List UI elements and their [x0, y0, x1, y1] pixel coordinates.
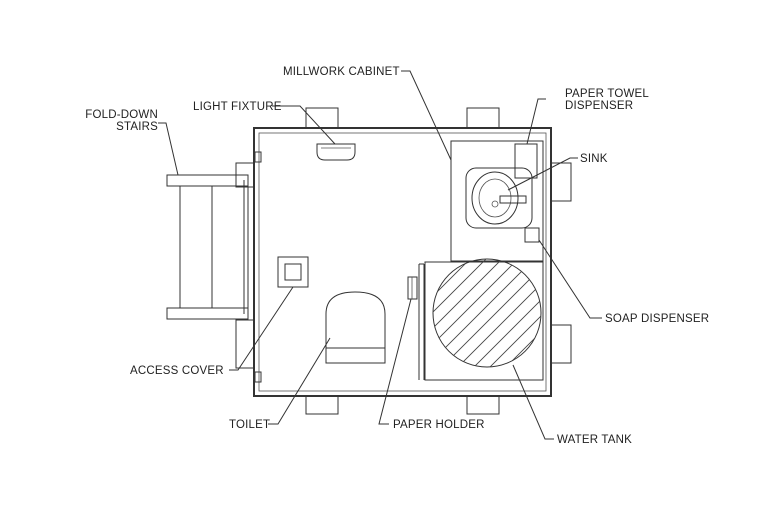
label-fold-down-stairs-line2: STAIRS	[116, 121, 158, 133]
fold-down-stairs	[166, 174, 249, 320]
partition-wall	[418, 263, 425, 380]
access-cover	[277, 256, 309, 288]
label-millwork-cabinet: MILLWORK CABINET	[283, 66, 400, 78]
jack-pads	[235, 107, 572, 415]
soap-dispenser	[524, 227, 540, 243]
label-toilet: TOILET	[229, 419, 270, 431]
leader-lines	[158, 70, 602, 440]
label-paper-holder: PAPER HOLDER	[393, 419, 485, 431]
hinges	[254, 151, 262, 383]
label-access-cover: ACCESS COVER	[130, 365, 224, 377]
trailer-outline	[253, 127, 552, 397]
label-fold-down-stairs-line1: FOLD-DOWN	[85, 109, 158, 121]
paper-holder	[407, 276, 418, 300]
light-fixture	[316, 143, 356, 161]
millwork-cabinet	[450, 140, 544, 262]
water-tank	[424, 258, 544, 381]
label-paper-towel-line2: DISPENSER	[565, 100, 633, 112]
label-water-tank: WATER TANK	[557, 434, 632, 446]
paper-towel-dispenser	[514, 143, 538, 179]
label-soap-dispenser: SOAP DISPENSER	[605, 313, 709, 325]
label-paper-towel-line1: PAPER TOWEL	[565, 88, 649, 100]
toilet	[325, 291, 386, 364]
labels: FOLD-DOWN STAIRS LIGHT FIXTURE MILLWORK …	[85, 66, 709, 446]
label-light-fixture: LIGHT FIXTURE	[193, 101, 282, 113]
sink	[465, 167, 533, 229]
label-sink: SINK	[580, 153, 608, 165]
